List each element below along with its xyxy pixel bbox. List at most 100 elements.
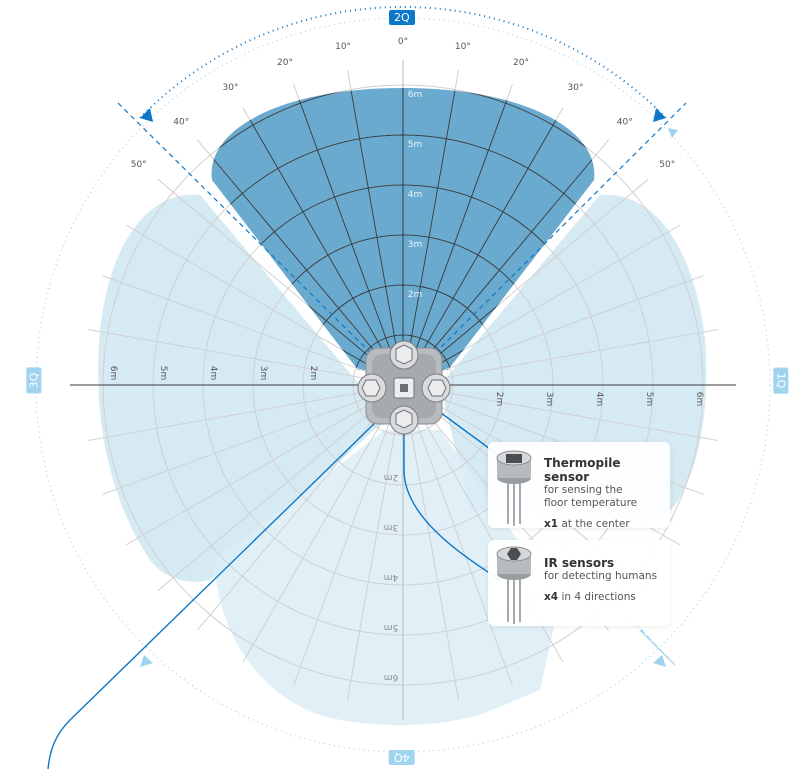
arrow-right-up bbox=[653, 108, 666, 122]
range-label-right: 5m bbox=[644, 392, 654, 407]
leader-line-ir bbox=[403, 425, 501, 581]
grid-ray bbox=[87, 328, 404, 386]
grid-ray-dark bbox=[402, 88, 517, 370]
thermopile-count-note: at the center bbox=[561, 518, 630, 530]
angle-label-left: 20° bbox=[277, 58, 293, 68]
grid-ray-dark bbox=[237, 98, 404, 370]
boundary-lines bbox=[117, 102, 687, 666]
boundary-arrows bbox=[140, 108, 678, 667]
quadrant-4q-badge: 4Q bbox=[389, 750, 415, 765]
thermopile-count: x1 bbox=[544, 518, 559, 530]
grid-ray bbox=[402, 384, 719, 442]
grid-ray bbox=[242, 384, 404, 663]
angle-label-right: 30° bbox=[568, 83, 584, 93]
angle-label-left: 50° bbox=[131, 160, 147, 170]
lobe-down bbox=[215, 430, 560, 726]
thermopile-desc-line2: floor temperature bbox=[544, 497, 638, 509]
grid-ray bbox=[87, 384, 404, 442]
angle-label-right: 20° bbox=[513, 58, 529, 68]
angle-label-right: 10° bbox=[455, 42, 471, 52]
leader-line-down-left bbox=[47, 419, 379, 770]
arrow-left-up bbox=[140, 108, 153, 122]
ir-sensor-right bbox=[421, 373, 451, 403]
range-label-right: 6m bbox=[694, 392, 704, 407]
range-label-up: 2m bbox=[408, 290, 423, 300]
grid-ray bbox=[102, 384, 404, 495]
ir-count: x4 bbox=[544, 591, 559, 603]
range-label-left: 3m bbox=[258, 366, 268, 381]
grid-ray-dark bbox=[402, 88, 461, 370]
ir-sensor-bottom bbox=[389, 405, 419, 435]
quadrant-3q-badge: 3Q bbox=[26, 367, 42, 394]
grid-ray bbox=[402, 328, 719, 386]
ir-title: IR sensors bbox=[544, 556, 615, 570]
range-label-left: 6m bbox=[108, 366, 118, 381]
polar-grid-dark-zone bbox=[211, 88, 595, 370]
quadrant-2q-badge: 2Q bbox=[389, 10, 415, 25]
angle-label-0: 0° bbox=[398, 37, 408, 47]
boundary-line-right-down-cross bbox=[639, 629, 676, 666]
range-label-left: 4m bbox=[208, 366, 218, 381]
angle-label-right: 40° bbox=[617, 118, 633, 128]
quadrant-1q-badge: 1Q bbox=[773, 367, 789, 394]
grid-ray bbox=[157, 384, 404, 592]
arrow-left-down bbox=[140, 655, 153, 667]
ir-count-note: in 4 directions bbox=[561, 591, 636, 603]
range-labels: 2m 3m 4m 5m 6m 2m 3m 4m 5m 6m 2m 3m 4m 5m 6m 2m 3m 4m 5m 6m bbox=[108, 90, 704, 682]
grid-ray-dark bbox=[345, 88, 404, 370]
angle-label-left: 40° bbox=[173, 118, 189, 128]
lobe-right bbox=[440, 194, 707, 520]
range-label-left: 2m bbox=[308, 366, 318, 381]
range-label-right: 3m bbox=[544, 392, 554, 407]
sensor-module bbox=[357, 340, 451, 435]
range-label-down: 5m bbox=[384, 622, 399, 632]
range-label-left: 5m bbox=[158, 366, 168, 381]
grid-ray bbox=[402, 275, 704, 386]
angle-labels: 0° 10° 20° 30° 40° 50° 10° 20° 30° 40° 50° bbox=[131, 37, 676, 170]
thermopile-card: Thermopile sensor for sensing the floor … bbox=[488, 442, 670, 530]
grid-ray bbox=[196, 384, 404, 631]
ir-sensor-icon bbox=[496, 546, 532, 624]
range-label-up: 5m bbox=[408, 140, 423, 150]
light-coverage-lobes bbox=[98, 194, 707, 726]
range-label-down: 2m bbox=[384, 472, 399, 482]
range-label-down: 3m bbox=[384, 522, 399, 532]
ir-sensor-top bbox=[389, 340, 419, 370]
angle-label-left: 10° bbox=[335, 42, 351, 52]
range-label-down: 6m bbox=[384, 672, 399, 682]
arrow-right-down bbox=[653, 655, 666, 667]
grid-ray-dark bbox=[289, 88, 404, 370]
angle-label-right: 50° bbox=[659, 160, 675, 170]
range-label-up: 6m bbox=[408, 90, 423, 100]
grid-ray-dark bbox=[211, 131, 404, 370]
grid-ray-dark bbox=[402, 131, 595, 370]
grid-ray bbox=[402, 384, 460, 701]
grid-ray bbox=[102, 275, 404, 386]
range-label-up: 3m bbox=[408, 240, 423, 250]
outer-ring-light bbox=[35, 17, 771, 753]
grid-ray-dark bbox=[402, 98, 569, 370]
angle-label-left: 30° bbox=[223, 83, 239, 93]
ir-sensor-left bbox=[357, 373, 387, 403]
boundary-line-right-up bbox=[402, 102, 687, 386]
thermopile-desc-line1: for sensing the bbox=[544, 484, 623, 496]
ir-card: IR sensors for detecting humans x4 in 4 … bbox=[488, 540, 670, 626]
range-label-right: 4m bbox=[594, 392, 604, 407]
thermopile-title: Thermopile sensor bbox=[544, 456, 621, 484]
thermopile-center bbox=[393, 377, 415, 399]
range-label-up: 4m bbox=[408, 190, 423, 200]
grid-ray bbox=[402, 384, 513, 686]
boundary-line-left-up bbox=[117, 102, 404, 386]
thermopile-count-line: x1 at the center bbox=[544, 518, 666, 530]
range-label-right: 2m bbox=[494, 392, 504, 407]
grid-ray bbox=[346, 384, 404, 701]
thermopile-sensor-icon bbox=[496, 450, 532, 526]
ir-desc: for detecting humans bbox=[544, 570, 658, 582]
ir-count-line: x4 in 4 directions bbox=[544, 591, 666, 603]
arrow-right-upper-light bbox=[668, 128, 678, 138]
range-label-down: 4m bbox=[384, 572, 399, 582]
grid-ray bbox=[125, 384, 404, 546]
grid-ray bbox=[293, 384, 404, 686]
